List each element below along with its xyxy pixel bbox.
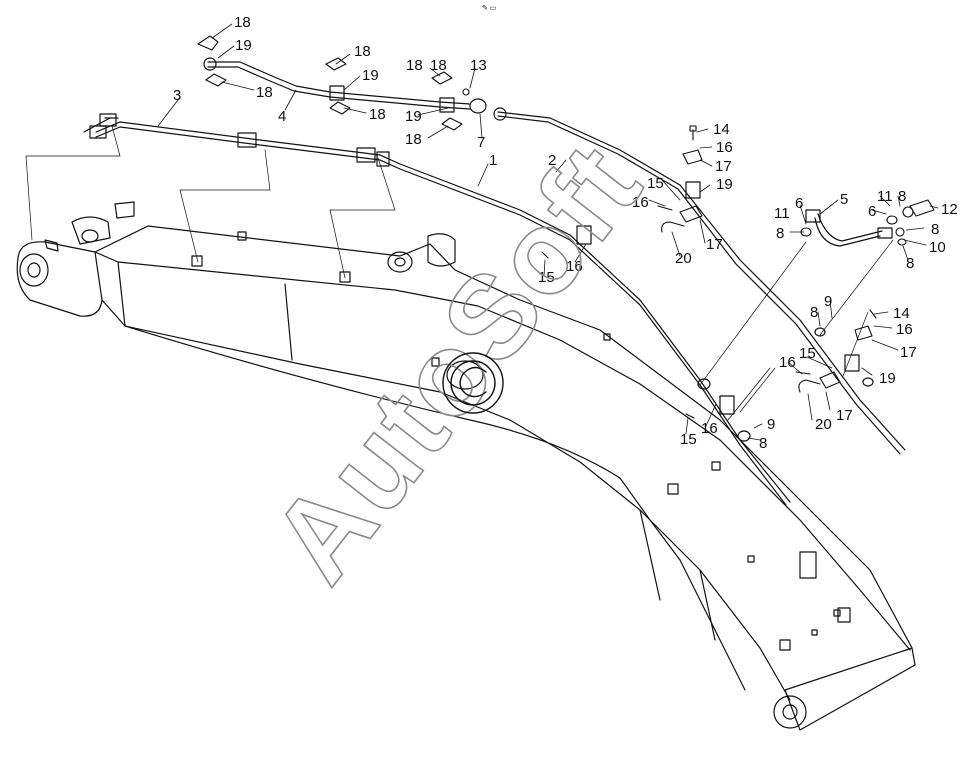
callout-15c: 15 <box>799 345 816 362</box>
pipe-1 <box>89 121 791 506</box>
callout-3: 3 <box>173 87 181 104</box>
callout-14a: 14 <box>713 121 730 138</box>
callout-7: 7 <box>477 134 485 151</box>
callout-5: 5 <box>840 191 848 208</box>
callout-18f: 18 <box>405 131 422 148</box>
callout-labels: 1 2 3 4 5 6 6 7 8 8 8 8 8 8 9 9 10 11 11… <box>173 14 958 452</box>
callout-17d: 17 <box>836 407 853 424</box>
callout-19a: 19 <box>235 37 252 54</box>
reference-lines <box>25 125 894 413</box>
watermark: AutoSoft <box>246 119 668 607</box>
callout-18g: 18 <box>430 57 447 74</box>
callout-17b: 17 <box>706 236 723 253</box>
callout-11b: 11 <box>877 188 893 205</box>
callout-18b: 18 <box>256 84 273 101</box>
callout-17c: 17 <box>900 344 917 361</box>
callout-18c: 18 <box>354 43 371 60</box>
callout-17a: 17 <box>715 158 732 175</box>
callout-19c: 19 <box>405 108 422 125</box>
callout-14b: 14 <box>893 305 910 322</box>
pipe-2 <box>493 107 906 455</box>
callout-11a: 11 <box>774 205 790 222</box>
callout-18a: 18 <box>234 14 251 31</box>
callout-9a: 9 <box>824 293 832 310</box>
callout-8e: 8 <box>810 304 818 321</box>
callout-15d: 15 <box>680 431 697 448</box>
callout-18d: 18 <box>369 106 386 123</box>
callout-16c: 16 <box>566 258 583 275</box>
watermark-text: AutoSoft <box>246 120 666 606</box>
callout-18e: 18 <box>406 57 423 74</box>
callout-10: 10 <box>929 239 946 256</box>
callout-15a: 15 <box>647 175 664 192</box>
callout-20a: 20 <box>675 250 692 267</box>
pipe-4 <box>203 57 487 114</box>
callout-2: 2 <box>548 152 556 169</box>
leader-lines <box>157 23 939 441</box>
callout-12: 12 <box>941 201 958 218</box>
callout-8d: 8 <box>906 255 914 272</box>
callout-19b: 19 <box>362 67 379 84</box>
callout-1: 1 <box>489 152 497 169</box>
callout-16b: 16 <box>632 194 649 211</box>
callout-8c: 8 <box>931 221 939 238</box>
callout-16a: 16 <box>716 139 733 156</box>
callout-15b: 15 <box>538 269 555 286</box>
callout-16e: 16 <box>779 354 796 371</box>
callout-16d: 16 <box>896 321 913 338</box>
callout-8b: 8 <box>898 188 906 205</box>
hose-5 <box>805 209 893 247</box>
callout-19e: 19 <box>879 370 896 387</box>
copyright-mark-icon <box>442 352 504 414</box>
callout-13: 13 <box>470 57 487 74</box>
boom-structure <box>16 201 916 731</box>
callout-19d: 19 <box>716 176 733 193</box>
hardware <box>197 35 935 419</box>
callout-16f: 16 <box>701 420 718 437</box>
callout-8f: 8 <box>759 435 767 452</box>
pipe-3 <box>83 113 119 133</box>
callout-8a: 8 <box>776 225 784 242</box>
scale-mark-icon: ✎ ▭ <box>482 5 496 12</box>
callout-6a: 6 <box>795 195 803 212</box>
callout-20b: 20 <box>815 416 832 433</box>
callout-6b: 6 <box>868 203 876 220</box>
callout-4: 4 <box>278 108 286 125</box>
svg-text:✎ ▭: ✎ ▭ <box>482 5 496 12</box>
callout-9b: 9 <box>767 416 775 433</box>
